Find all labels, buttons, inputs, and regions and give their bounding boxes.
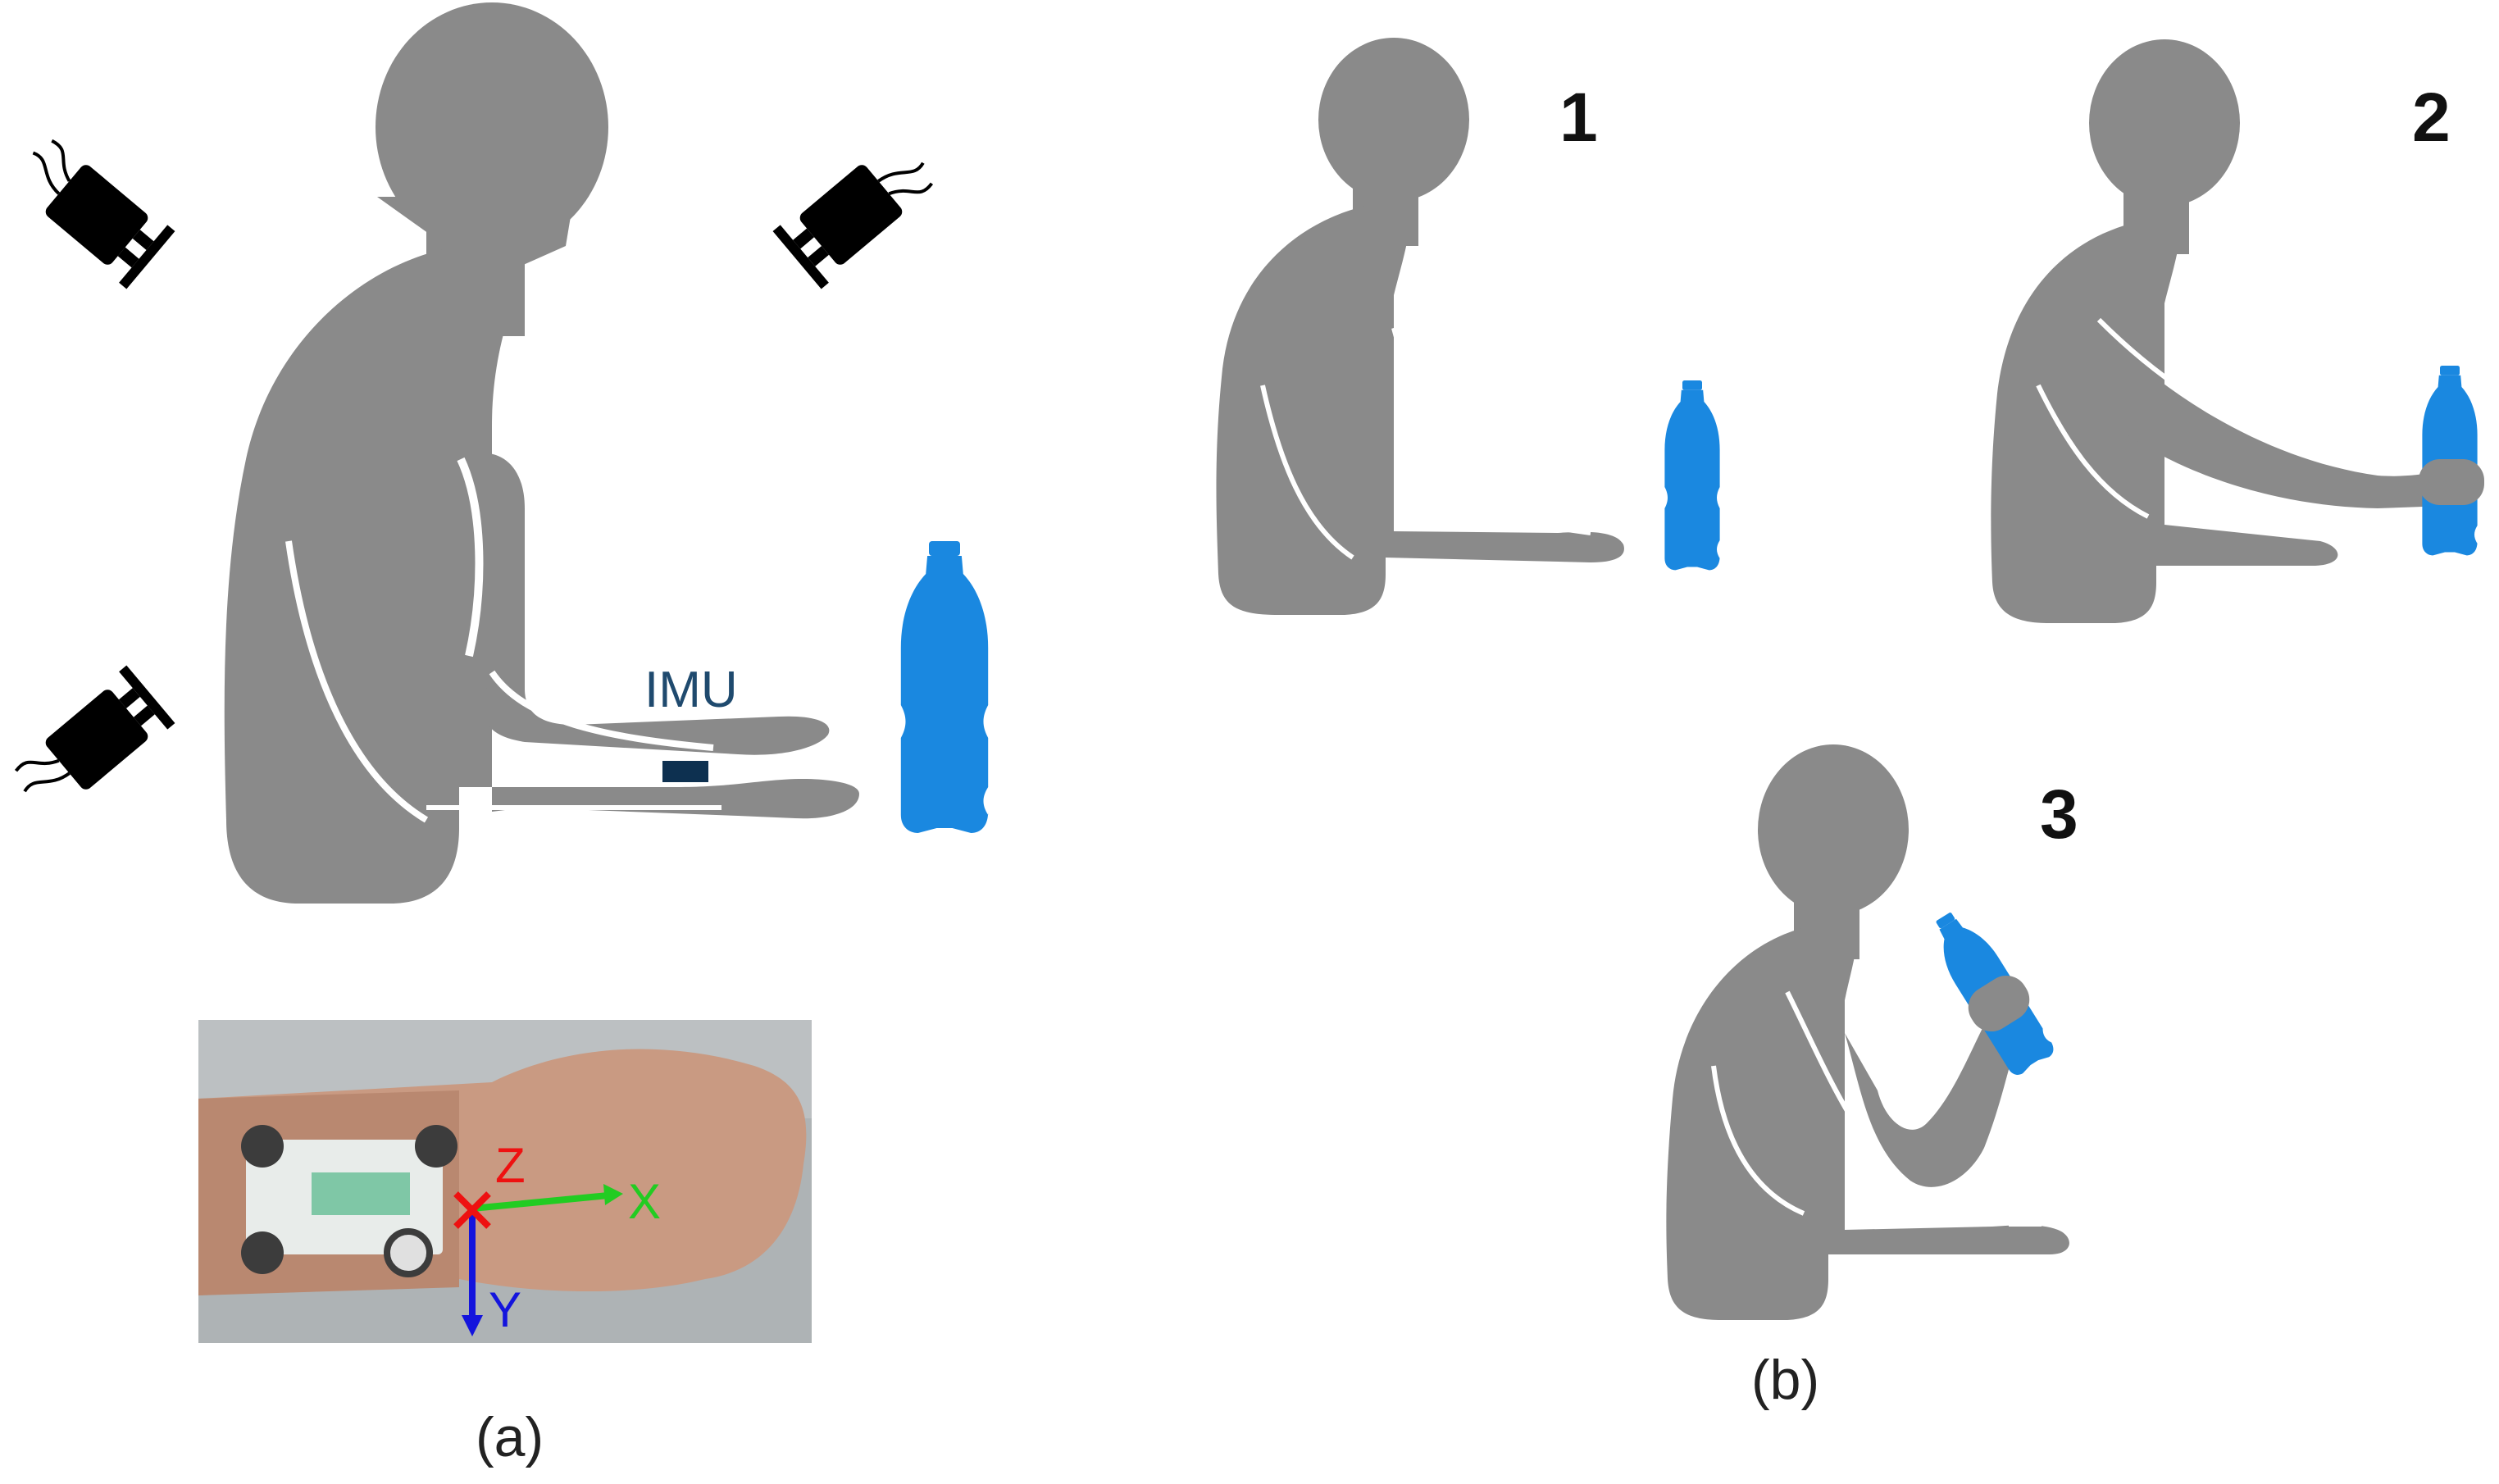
person-silhouette-seated — [224, 2, 859, 904]
motion-capture-camera-icon-top-left — [2, 127, 177, 291]
axis-z-cross — [453, 1191, 491, 1229]
water-bottle-icon-a — [900, 541, 989, 833]
wrist-imu-photo: X Y Z — [198, 1020, 812, 1343]
step-1-number: 1 — [1559, 79, 1598, 156]
panel-a: IMU X Y Z — [2, 2, 989, 1468]
imu-sensor — [662, 761, 708, 782]
panel-b-caption: (b) — [1751, 1349, 1819, 1411]
water-bottle-icon-step-1 — [1664, 380, 1720, 571]
step-3-figure — [1666, 744, 2069, 1320]
imu-label: IMU — [644, 662, 738, 718]
motion-capture-camera-icon-top-right — [771, 127, 945, 291]
step-2-figure — [1991, 39, 2481, 623]
axis-x-label: X — [628, 1174, 661, 1229]
marker-ball — [241, 1231, 284, 1274]
marker-ball — [384, 1228, 433, 1277]
marker-ball — [415, 1125, 457, 1168]
hand-grip — [2419, 459, 2484, 505]
axis-y-label: Y — [489, 1282, 521, 1337]
panel-a-caption: (a) — [476, 1406, 544, 1468]
marker-ball — [241, 1125, 284, 1168]
panel-b: 1 2 3 (b) — [1216, 38, 2484, 1411]
step-2-number: 2 — [2412, 79, 2451, 156]
axis-x-arrow — [471, 1192, 609, 1212]
motion-capture-camera-icon-bottom-left — [2, 663, 177, 827]
axis-z-label: Z — [495, 1138, 526, 1193]
step-3-number: 3 — [2040, 776, 2078, 853]
hand-grip-drink — [1968, 975, 2030, 1032]
step-1-figure — [1216, 38, 1624, 615]
